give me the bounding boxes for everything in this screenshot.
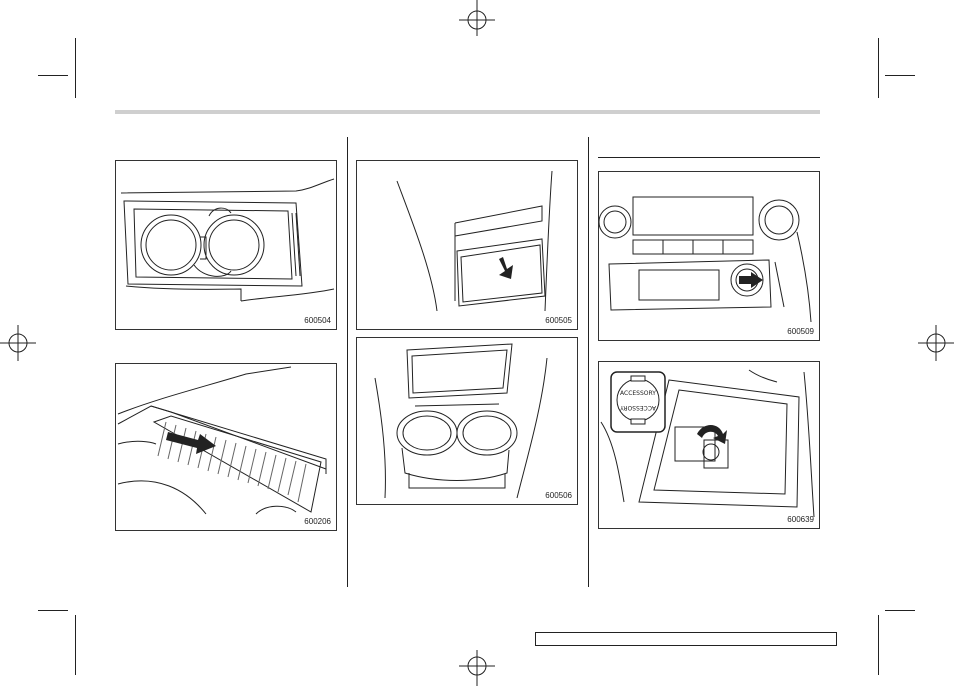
figure-rear-cupholder-open: 600506 [356, 337, 578, 505]
registration-mark-right [918, 325, 954, 361]
column-divider [347, 137, 348, 587]
figure-number: 600505 [545, 316, 572, 325]
figure-rear-cupholder-closed: 600505 [356, 160, 578, 330]
figure-console-lid: 600206 [115, 363, 337, 531]
crop-mark [75, 38, 76, 98]
crop-mark [878, 38, 879, 98]
figure-number: 600206 [304, 517, 331, 526]
figure-accessory-socket: 600509 [598, 171, 820, 341]
slide-arrow-icon [166, 432, 216, 454]
figure-console-socket: ACCESSORY ACCESSORY 600639 [598, 361, 820, 529]
registration-mark-left [0, 325, 36, 361]
figure-cupholder-front: 600504 [115, 160, 337, 330]
column-divider [588, 137, 589, 587]
push-arrow-icon [739, 272, 763, 288]
registration-mark-bottom [459, 650, 495, 686]
rear-cupholder-closed-illustration [396, 170, 553, 312]
section-rule [598, 157, 820, 158]
figure-number: 600504 [304, 316, 331, 325]
crop-mark [878, 615, 879, 675]
accessory-socket-illustration [599, 196, 812, 323]
cupholder-illustration [120, 178, 335, 302]
figure-number: 600506 [545, 491, 572, 500]
rotate-arrow-icon [697, 425, 727, 444]
figure-number: 600639 [787, 515, 814, 524]
crop-mark [38, 75, 68, 76]
rear-cupholder-open-illustration [374, 343, 548, 499]
crop-mark [75, 615, 76, 675]
console-lid-illustration [117, 366, 327, 515]
console-socket-illustration: ACCESSORY ACCESSORY [600, 369, 815, 518]
figure-number: 600509 [787, 327, 814, 336]
socket-cap-bottom-label: ACCESSORY [620, 404, 656, 411]
crop-mark [885, 75, 915, 76]
push-arrow-icon [499, 257, 513, 279]
footer-page-box [535, 632, 837, 646]
crop-mark [38, 610, 68, 611]
socket-cap-top-label: ACCESSORY [620, 390, 656, 397]
registration-mark-top [459, 0, 495, 36]
crop-mark [885, 610, 915, 611]
header-rule [115, 110, 820, 114]
